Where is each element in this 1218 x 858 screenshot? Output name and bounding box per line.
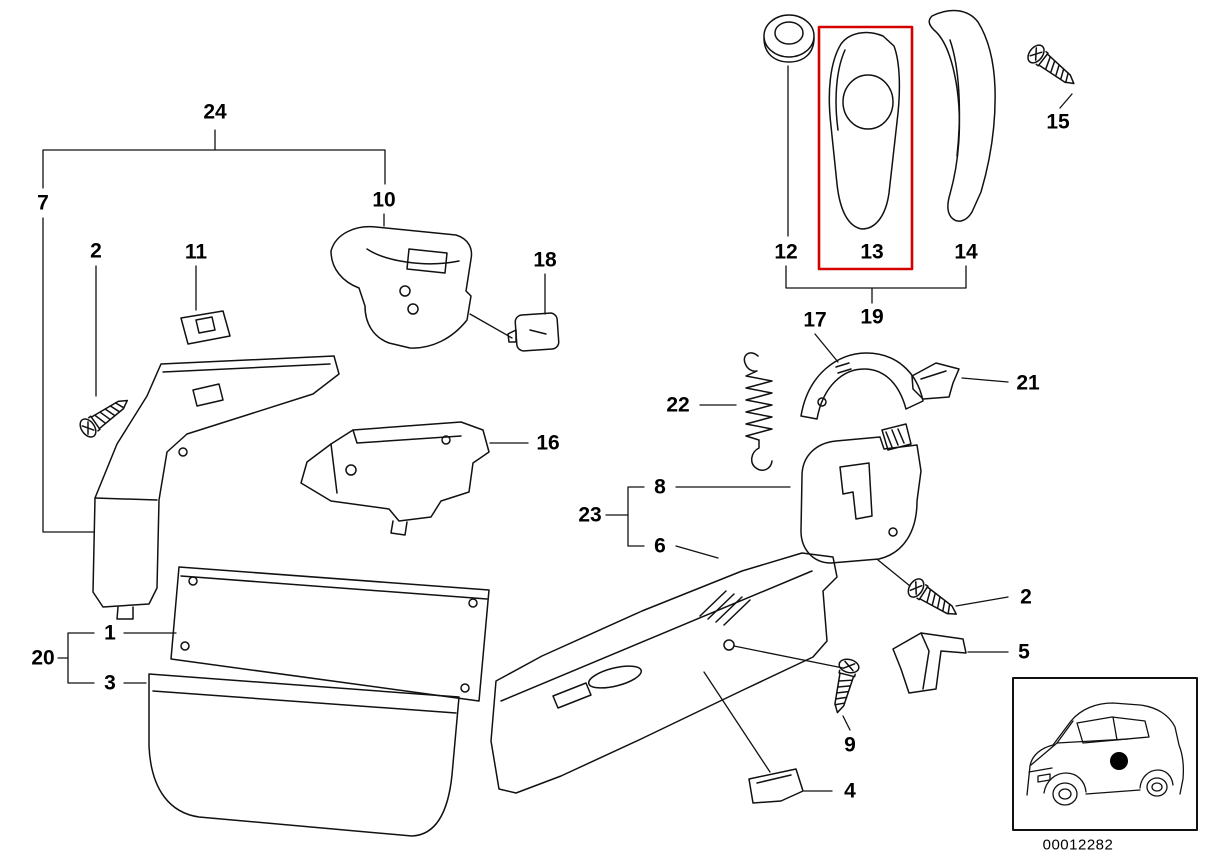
highlight-box-part-13: [817, 25, 914, 271]
part-label-15[interactable]: 15: [1043, 110, 1073, 134]
part-label-10[interactable]: 10: [369, 188, 399, 212]
part-label-5[interactable]: 5: [1015, 640, 1033, 664]
part-label-18[interactable]: 18: [530, 248, 560, 272]
part-18-drawing: [507, 312, 560, 352]
part-17-drawing: [800, 352, 924, 420]
car-outline-icon: [1026, 702, 1185, 806]
leader-lines: [42, 65, 1073, 792]
part-label-14[interactable]: 14: [951, 240, 981, 264]
part-11-drawing: [180, 310, 231, 345]
part-label-4[interactable]: 4: [841, 779, 859, 803]
part-label-8[interactable]: 8: [651, 475, 669, 499]
diagram-image-code: 00012282: [1042, 836, 1114, 854]
part-label-19[interactable]: 19: [857, 305, 887, 329]
part-13-drawing: [828, 31, 901, 230]
part-6-drawing: [490, 552, 838, 794]
part-label-22[interactable]: 22: [663, 393, 693, 417]
part-label-13[interactable]: 13: [857, 240, 887, 264]
part-label-3[interactable]: 3: [101, 671, 119, 695]
part-8-drawing: [800, 423, 922, 564]
screw-part-2-right: [904, 575, 963, 624]
part-label-17[interactable]: 17: [800, 308, 830, 332]
part-label-6[interactable]: 6: [651, 534, 669, 558]
part-label-20[interactable]: 20: [28, 646, 58, 670]
part-3-drawing: [148, 673, 460, 837]
part-4-drawing: [748, 768, 804, 804]
part-12-drawing: [763, 14, 815, 63]
part-label-23[interactable]: 23: [575, 503, 605, 527]
part-label-16[interactable]: 16: [533, 431, 563, 455]
part-14-drawing: [928, 9, 996, 222]
part-location-dot: [1110, 752, 1128, 770]
part-label-12[interactable]: 12: [771, 240, 801, 264]
part-label-11[interactable]: 11: [181, 240, 211, 264]
part-label-21[interactable]: 21: [1013, 371, 1043, 395]
part-label-9[interactable]: 9: [841, 733, 859, 757]
part-22-drawing: [743, 352, 773, 471]
part-21-drawing: [911, 362, 960, 400]
part-label-2-left[interactable]: 2: [87, 239, 105, 263]
part-7-drawing: [92, 355, 340, 620]
part-label-24[interactable]: 24: [200, 100, 230, 124]
car-location-thumbnail: [1012, 677, 1198, 831]
screw-part-15: [1023, 41, 1081, 93]
part-label-7[interactable]: 7: [34, 191, 52, 215]
part-1-drawing: [170, 566, 490, 702]
part-16-drawing: [300, 421, 490, 536]
part-label-2-right[interactable]: 2: [1017, 585, 1035, 609]
part-label-1[interactable]: 1: [101, 621, 119, 645]
diagram-line-art: [42, 9, 1198, 837]
part-10-drawing: [330, 225, 473, 349]
part-5-drawing: [892, 632, 967, 694]
